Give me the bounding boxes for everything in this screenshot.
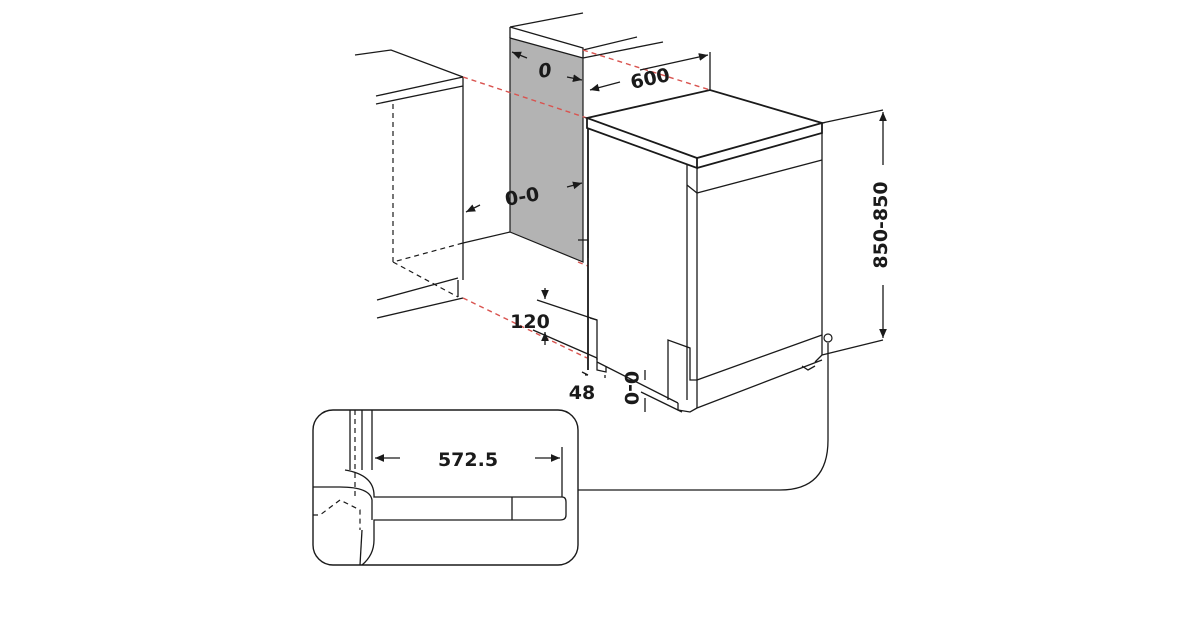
detail-marker: [823, 333, 833, 343]
foot-adjust-label: 0-0: [620, 371, 642, 405]
side-top-gap-label: 0: [537, 59, 553, 83]
inset-depth-label: 572.5: [438, 449, 498, 471]
alignment-guides: [462, 49, 711, 359]
width-label: 600: [629, 64, 672, 94]
detail-connector: [578, 343, 829, 491]
plinth-height-label: 120: [510, 311, 550, 333]
left-cabinet: [354, 49, 511, 319]
dimension-lines: [532, 52, 887, 413]
detail-inset: 572.5: [312, 409, 579, 566]
plinth-depth-label: 48: [569, 382, 595, 404]
height-label: 850-850: [870, 181, 892, 268]
dishwasher: [583, 89, 826, 413]
